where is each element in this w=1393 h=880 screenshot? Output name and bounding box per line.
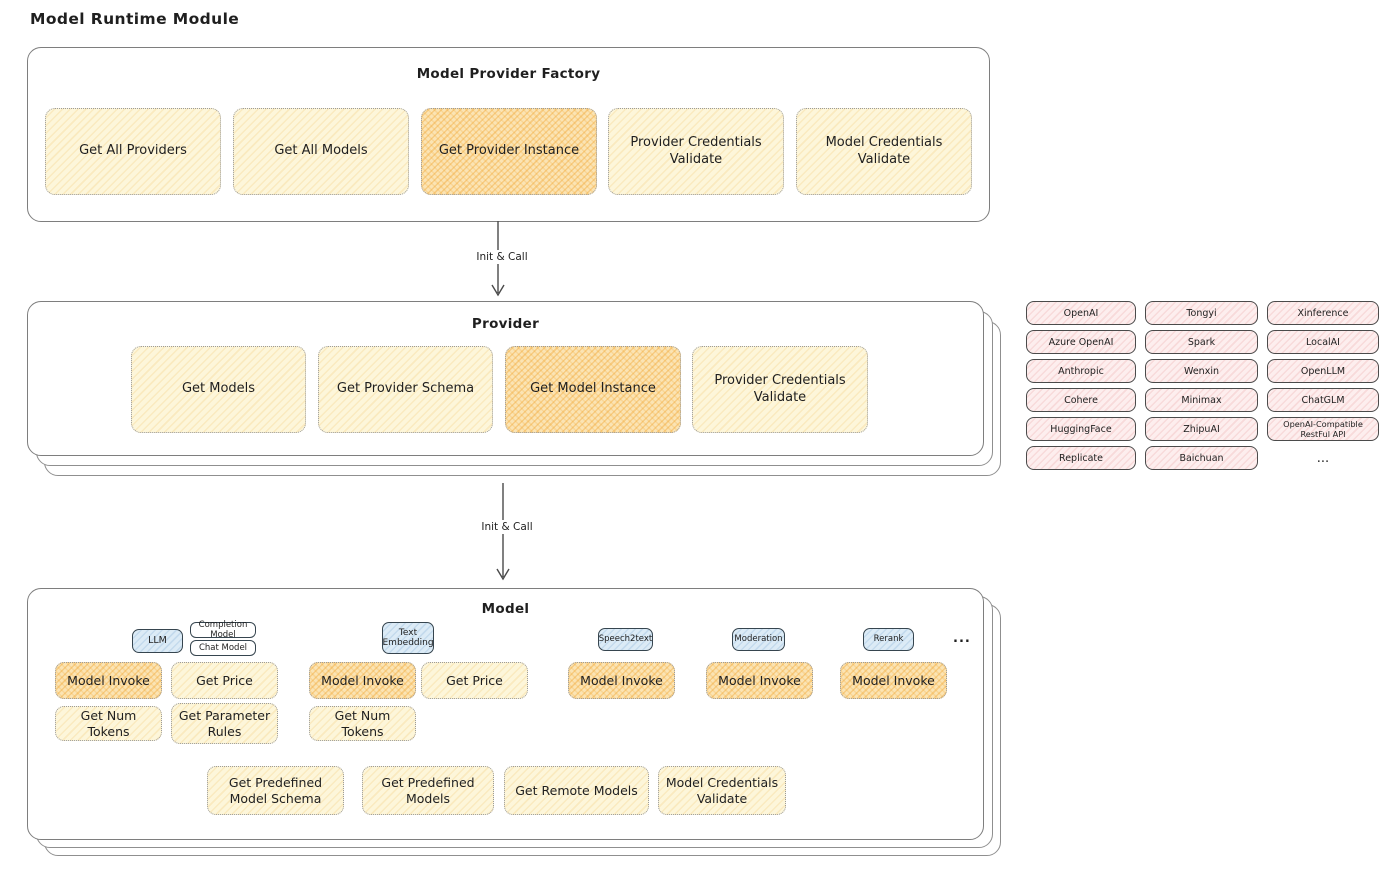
model-method-get-remote-models: Get Remote Models <box>504 766 649 815</box>
provider-item-localai: LocalAI <box>1267 330 1379 354</box>
model-method-invoke-moderation: Model Invoke <box>706 662 813 699</box>
model-method-invoke-rerank: Model Invoke <box>840 662 947 699</box>
provider-item-minimax: Minimax <box>1145 388 1258 412</box>
providers-panel: OpenAI Tongyi Xinference Azure OpenAI Sp… <box>1026 301 1379 470</box>
arrow-label-init-call-1: Init & Call <box>462 250 542 264</box>
provider-item-ellipsis: ... <box>1316 450 1330 466</box>
provider-container: Provider Get Models Get Provider Schema … <box>27 301 984 456</box>
model-method-get-parameter-rules: Get Parameter Rules <box>171 703 278 744</box>
provider-item-openai-compatible: OpenAI-Compatible RestFul API <box>1267 417 1379 441</box>
model-method-invoke-speech2text: Model Invoke <box>568 662 675 699</box>
factory-method-get-all-models: Get All Models <box>233 108 409 195</box>
provider-item-huggingface: HuggingFace <box>1026 417 1136 441</box>
provider-method-get-models: Get Models <box>131 346 306 433</box>
factory-container: Model Provider Factory Get All Providers… <box>27 47 990 222</box>
model-method-get-predefined-models: Get Predefined Models <box>362 766 494 815</box>
provider-item-replicate: Replicate <box>1026 446 1136 470</box>
model-tab-llm: LLM <box>132 629 183 653</box>
provider-item-xinference: Xinference <box>1267 301 1379 325</box>
provider-title: Provider <box>471 316 540 332</box>
provider-item-baichuan: Baichuan <box>1145 446 1258 470</box>
provider-item-zhipuai: ZhipuAI <box>1145 417 1258 441</box>
provider-item-anthropic: Anthropic <box>1026 359 1136 383</box>
factory-title: Model Provider Factory <box>416 66 601 82</box>
provider-item-azure-openai: Azure OpenAI <box>1026 330 1136 354</box>
factory-method-get-provider-instance: Get Provider Instance <box>421 108 597 195</box>
model-method-invoke-llm: Model Invoke <box>55 662 162 699</box>
model-tabs-ellipsis: ... <box>953 631 971 646</box>
provider-method-get-model-instance: Get Model Instance <box>505 346 681 433</box>
factory-method-provider-credentials-validate: Provider Credentials Validate <box>608 108 784 195</box>
model-method-get-num-tokens-llm: Get Num Tokens <box>55 706 162 741</box>
model-method-get-num-tokens-embedding: Get Num Tokens <box>309 706 416 741</box>
model-method-model-credentials-validate: Model Credentials Validate <box>658 766 786 815</box>
page-title: Model Runtime Module <box>30 10 240 28</box>
provider-method-provider-credentials-validate: Provider Credentials Validate <box>692 346 868 433</box>
model-tab-chat-model: Chat Model <box>190 640 256 656</box>
provider-item-cohere: Cohere <box>1026 388 1136 412</box>
model-tab-completion-model: Completion Model <box>190 620 256 640</box>
model-method-get-predefined-model-schema: Get Predefined Model Schema <box>207 766 344 815</box>
model-method-invoke-embedding: Model Invoke <box>309 662 416 699</box>
arrow-label-init-call-2: Init & Call <box>467 520 547 534</box>
model-tab-text-embedding: Text Embedding <box>382 622 434 654</box>
model-tab-rerank: Rerank <box>863 628 914 651</box>
provider-item-openllm: OpenLLM <box>1267 359 1379 383</box>
provider-item-openai: OpenAI <box>1026 301 1136 325</box>
provider-method-get-provider-schema: Get Provider Schema <box>318 346 493 433</box>
model-container: Model LLM Completion Model Chat Model Te… <box>27 588 984 840</box>
model-tab-moderation: Moderation <box>732 628 785 651</box>
model-method-get-price-embedding: Get Price <box>421 662 528 699</box>
provider-item-spark: Spark <box>1145 330 1258 354</box>
provider-item-wenxin: Wenxin <box>1145 359 1258 383</box>
factory-method-get-all-providers: Get All Providers <box>45 108 221 195</box>
model-method-get-price-llm: Get Price <box>171 662 278 699</box>
provider-item-chatglm: ChatGLM <box>1267 388 1379 412</box>
factory-method-model-credentials-validate: Model Credentials Validate <box>796 108 972 195</box>
model-tab-speech2text: Speech2text <box>598 628 653 651</box>
model-title: Model <box>481 601 530 617</box>
provider-item-tongyi: Tongyi <box>1145 301 1258 325</box>
